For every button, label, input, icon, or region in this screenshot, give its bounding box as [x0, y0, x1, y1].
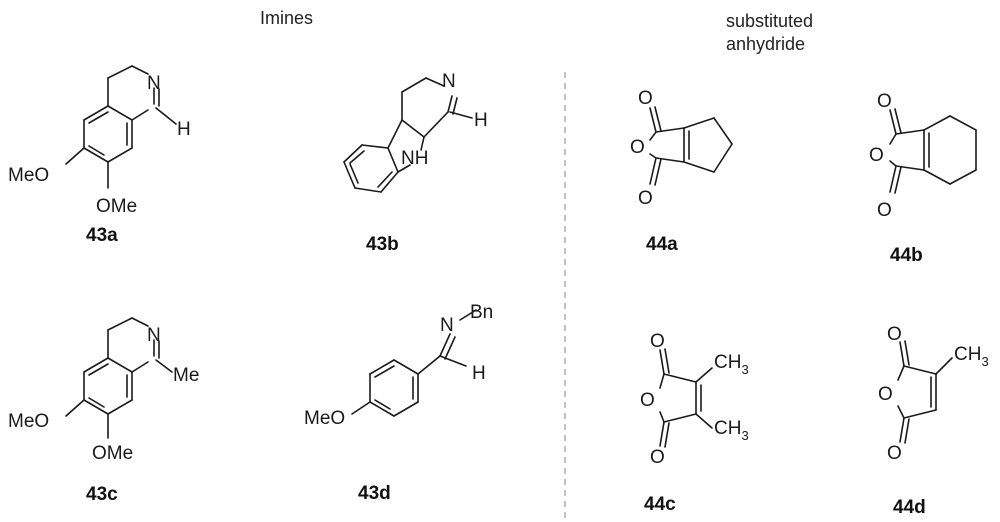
atom-ch3-44d: CH3 [954, 344, 989, 369]
atom-o-bot-44c: O [650, 447, 665, 468]
atom-ch3-a-44c: CH3 [714, 352, 749, 377]
atom-o-top-44c: O [650, 331, 665, 352]
bonds-44c [659, 348, 713, 448]
atom-o-ring-44a: O [630, 137, 645, 158]
atom-nh-43b: NH [401, 148, 428, 169]
bonds-43c [65, 317, 173, 439]
compound-44d: O O O CH3 44d [878, 324, 989, 518]
compound-label-43d: 43d [358, 483, 391, 504]
bonds-43a [65, 65, 177, 189]
atom-meo-43d: MeO [304, 408, 345, 429]
atom-n-43d: N [440, 315, 454, 336]
bonds-44b [889, 108, 977, 194]
atom-meo-43a: MeO [8, 165, 49, 186]
atom-ome-43a: OMe [96, 196, 137, 217]
atom-ch3-b-44c: CH3 [714, 418, 749, 443]
compound-label-44d: 44d [893, 497, 926, 518]
bonds-43b [343, 77, 473, 193]
atom-ome-43c: OMe [92, 443, 133, 464]
compound-44a: O O O 44a [630, 88, 733, 255]
atom-o-top-44b: O [877, 91, 892, 112]
atom-me-43c: Me [173, 365, 199, 386]
compound-44c: O O O CH3 CH3 44c [640, 331, 749, 515]
atom-o-bot-44b: O [877, 200, 892, 221]
atom-o-ring-44d: O [878, 384, 893, 405]
atom-o-ring-44b: O [869, 145, 884, 166]
atom-h-43d: H [472, 363, 486, 384]
atom-meo-43c: MeO [8, 411, 49, 432]
bonds-43d [351, 309, 477, 417]
atom-o-top-44a: O [638, 88, 653, 109]
compound-label-44c: 44c [644, 494, 676, 515]
compound-43d: N Bn H MeO 43d [304, 302, 493, 504]
compound-43b: N H NH 43b [343, 71, 488, 255]
atom-o-bot-44d: O [887, 443, 902, 464]
atom-bn-43d: Bn [470, 302, 493, 323]
atom-o-ring-44c: O [640, 390, 655, 411]
atom-n-43b: N [442, 71, 456, 92]
compound-44b: O O O 44b [869, 91, 977, 266]
imines-heading: Imines [260, 8, 313, 28]
bonds-44a [649, 106, 733, 186]
atom-h-43a: H [177, 119, 191, 140]
compound-label-43a: 43a [86, 225, 118, 246]
anhydride-heading-line1: substituted [726, 11, 813, 31]
atom-n-43a: N [147, 73, 161, 94]
compound-label-44a: 44a [646, 234, 678, 255]
compound-label-43b: 43b [366, 234, 399, 255]
atom-o-bot-44a: O [638, 188, 653, 209]
atom-h-43b: H [474, 110, 488, 131]
bonds-44d [897, 340, 953, 444]
compound-label-43c: 43c [86, 484, 118, 505]
anhydride-heading-line2: anhydride [726, 34, 805, 54]
compound-43c: N Me MeO OMe 43c [8, 317, 199, 505]
atom-n-43c: N [147, 325, 161, 346]
atom-o-top-44d: O [887, 324, 902, 345]
compound-label-44b: 44b [890, 245, 923, 266]
compound-43a: N H MeO OMe 43a [8, 65, 191, 246]
